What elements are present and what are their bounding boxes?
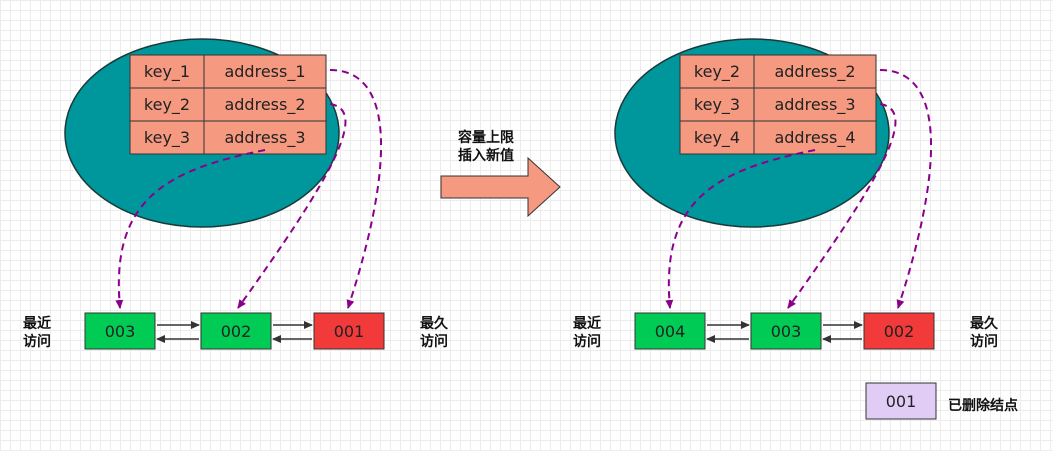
- left-hash-table: key_1 address_1 key_2 address_2 key_3 ad…: [129, 54, 327, 155]
- left-key-text: key_1: [144, 62, 190, 82]
- left-value-cell: [203, 54, 327, 89]
- recent-access-label: 最近: [23, 315, 51, 332]
- list-node: [863, 312, 935, 350]
- left-value-cell: [203, 120, 327, 155]
- left-value-text: address_1: [224, 62, 305, 82]
- right-value-text: address_3: [774, 95, 855, 115]
- recent-access-label: 访问: [573, 333, 601, 350]
- list-node: [750, 312, 822, 350]
- right-value-cell: [753, 120, 877, 155]
- oldest-access-label: 访问: [970, 333, 998, 350]
- left-value-text: address_2: [224, 95, 305, 115]
- left-panel: key_1 address_1 key_2 address_2 key_3 ad…: [23, 38, 449, 350]
- left-value-text: address_3: [224, 128, 305, 148]
- pointer-arrow: [665, 149, 816, 309]
- right-key-cell: [679, 120, 755, 155]
- oldest-access-label: 访问: [420, 333, 448, 350]
- list-node: [84, 312, 156, 350]
- list-node-label: 001: [334, 322, 365, 341]
- transition-caption: 插入新值: [458, 147, 514, 164]
- deleted-node-label: 001: [886, 392, 917, 411]
- right-value-text: address_4: [774, 128, 855, 148]
- deleted-node-caption: 已删除结点: [948, 397, 1018, 414]
- legend: 001 已删除结点: [865, 382, 1018, 420]
- pointer-arrow: [787, 103, 897, 309]
- left-key-cell: [129, 120, 205, 155]
- list-node-label: 002: [884, 322, 915, 341]
- list-node-label: 003: [771, 322, 802, 341]
- right-value-text: address_2: [774, 62, 855, 82]
- oldest-access-label: 最久: [970, 315, 999, 332]
- recent-access-label: 最近: [573, 315, 601, 332]
- right-key-cell: [679, 54, 755, 89]
- right-key-text: key_3: [694, 95, 740, 115]
- transition-arrow: [440, 156, 561, 218]
- right-key-text: key_2: [694, 62, 740, 82]
- list-node-label: 004: [655, 322, 686, 341]
- pointer-arrow: [879, 69, 932, 309]
- left-key-cell: [129, 87, 205, 122]
- list-node: [634, 312, 706, 350]
- right-panel: key_2 address_2 key_3 address_3 key_4 ad…: [573, 38, 999, 350]
- pointer-arrow: [329, 69, 382, 309]
- right-key-text: key_4: [694, 128, 740, 148]
- left-key-text: key_2: [144, 95, 190, 115]
- recent-access-label: 访问: [23, 333, 51, 350]
- oldest-access-label: 最久: [420, 315, 449, 332]
- list-node-label: 003: [105, 322, 136, 341]
- right-value-cell: [753, 54, 877, 89]
- deleted-node-swatch: [865, 382, 937, 420]
- pointer-arrow: [115, 149, 266, 309]
- list-node: [200, 312, 272, 350]
- left-key-text: key_3: [144, 128, 190, 148]
- pointer-arrow: [237, 103, 347, 309]
- right-hash-table: key_2 address_2 key_3 address_3 key_4 ad…: [679, 54, 877, 155]
- transition-caption: 容量上限: [457, 129, 514, 146]
- left-key-cell: [129, 54, 205, 89]
- list-node-label: 002: [221, 322, 252, 341]
- middle-transition: 容量上限 插入新值: [440, 129, 561, 218]
- list-node: [313, 312, 385, 350]
